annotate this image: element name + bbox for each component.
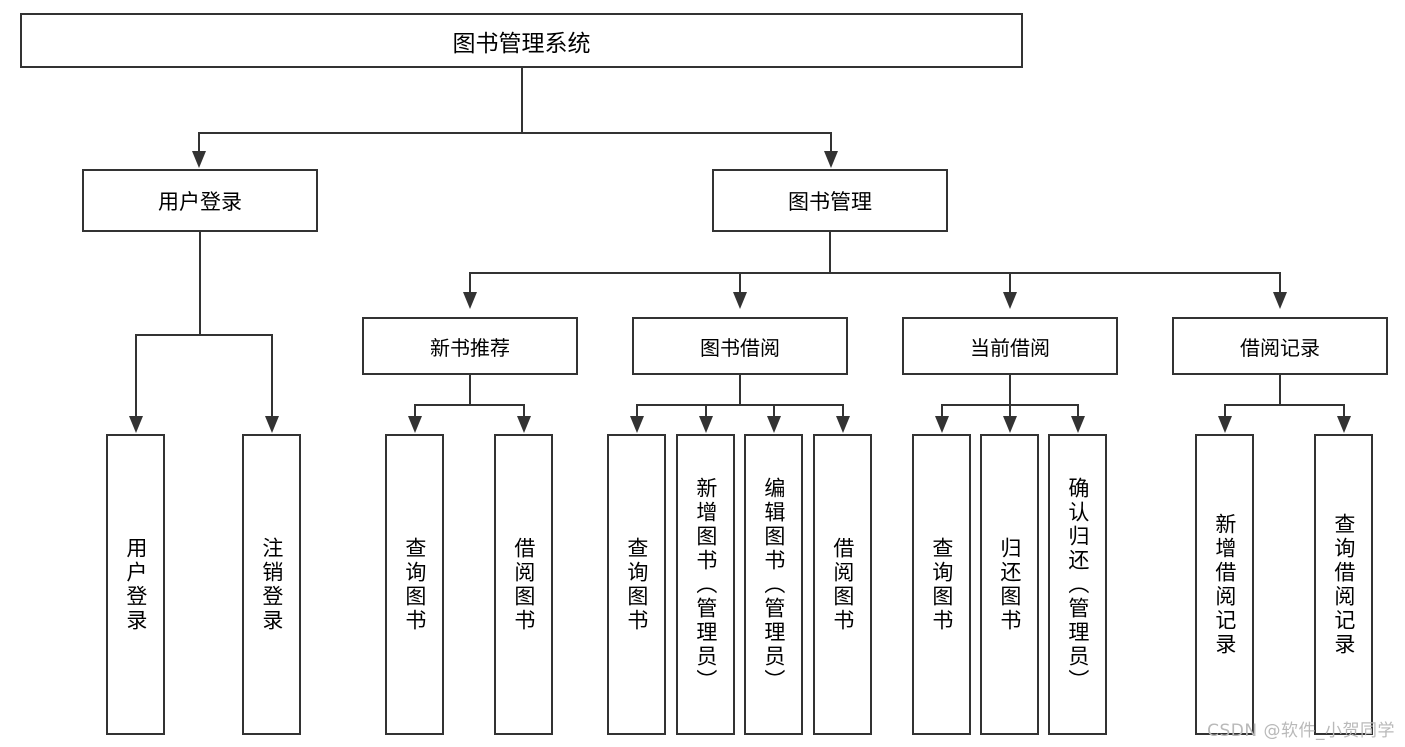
node-label: 图书管理系统 xyxy=(452,30,591,57)
leaf-label: 确认归还（管理员） xyxy=(1065,476,1090,693)
leaf-label: 查询借阅记录 xyxy=(1331,512,1356,657)
arrow-borrow-record-leaf-0 xyxy=(1218,416,1232,433)
edge-level2-drop-3 xyxy=(1279,272,1281,294)
edge-current-borrow-stem xyxy=(1009,375,1011,406)
leaf-book-borrow-1[interactable]: 新增图书（管理员） xyxy=(676,434,735,735)
edge-new-book-to-leaf-0 xyxy=(414,404,416,418)
arrow-current-borrow-leaf-1 xyxy=(1003,416,1017,433)
arrow-borrow-record-leaf-1 xyxy=(1337,416,1351,433)
leaf-label: 编辑图书（管理员） xyxy=(761,476,786,693)
node-label: 图书借阅 xyxy=(700,335,780,360)
leaf-current-borrow-1[interactable]: 归还图书 xyxy=(980,434,1039,735)
node-user-login[interactable]: 用户登录 xyxy=(82,169,318,232)
edge-root-bus xyxy=(198,132,832,134)
leaf-new-book-0[interactable]: 查询图书 xyxy=(385,434,444,735)
arrow-book-borrow-leaf-2 xyxy=(767,416,781,433)
node-label: 借阅记录 xyxy=(1240,335,1320,360)
node-label: 图书管理 xyxy=(788,189,872,214)
leaf-book-borrow-0[interactable]: 查询图书 xyxy=(607,434,666,735)
arrow-root-to-book-mgmt xyxy=(824,151,838,168)
arrow-root-to-user-login xyxy=(192,151,206,168)
edge-user-login-stem xyxy=(199,232,201,336)
leaf-label: 查询图书 xyxy=(929,536,954,633)
edge-borrow-record-to-leaf-1 xyxy=(1343,404,1345,418)
edge-book-mgmt-stem xyxy=(829,232,831,274)
arrow-new-book-leaf-0 xyxy=(408,416,422,433)
edge-level2-bus xyxy=(469,272,1281,274)
node-label: 用户登录 xyxy=(158,189,242,214)
edge-book-borrow-to-leaf-0 xyxy=(636,404,638,418)
edge-user-login-bus xyxy=(135,334,272,336)
arrow-current-borrow-leaf-0 xyxy=(935,416,949,433)
edge-root-stem xyxy=(521,68,523,134)
edge-new-book-to-leaf-1 xyxy=(523,404,525,418)
leaf-current-borrow-2[interactable]: 确认归还（管理员） xyxy=(1048,434,1107,735)
leaf-label: 借阅图书 xyxy=(511,536,536,633)
node-current-borrow[interactable]: 当前借阅 xyxy=(902,317,1118,375)
edge-user-login-to-leaf-0 xyxy=(135,334,137,418)
leaf-new-book-1[interactable]: 借阅图书 xyxy=(494,434,553,735)
edge-borrow-record-stem xyxy=(1279,375,1281,406)
edge-book-borrow-stem xyxy=(739,375,741,406)
arrow-book-borrow-leaf-3 xyxy=(836,416,850,433)
arrow-book-borrow-leaf-1 xyxy=(699,416,713,433)
node-label: 当前借阅 xyxy=(970,335,1050,360)
edge-level2-drop-1 xyxy=(739,272,741,294)
node-book-borrow[interactable]: 图书借阅 xyxy=(632,317,848,375)
edge-current-borrow-to-leaf-0 xyxy=(941,404,943,418)
edge-book-borrow-to-leaf-3 xyxy=(842,404,844,418)
edge-borrow-record-bus xyxy=(1224,404,1345,406)
leaf-label: 新增借阅记录 xyxy=(1212,512,1237,657)
arrow-level2-0 xyxy=(463,292,477,309)
edge-level2-drop-0 xyxy=(469,272,471,294)
edge-book-borrow-to-leaf-1 xyxy=(705,404,707,418)
edge-root-to-book-mgmt xyxy=(830,132,832,153)
edge-borrow-record-to-leaf-0 xyxy=(1224,404,1226,418)
arrow-level2-1 xyxy=(733,292,747,309)
edge-book-borrow-to-leaf-2 xyxy=(773,404,775,418)
arrow-level2-2 xyxy=(1003,292,1017,309)
arrow-user-login-to-leaf-1 xyxy=(265,416,279,433)
leaf-user-login-0[interactable]: 用户登录 xyxy=(106,434,165,735)
edge-new-book-stem xyxy=(469,375,471,406)
edge-new-book-bus xyxy=(414,404,525,406)
edge-book-borrow-bus xyxy=(636,404,844,406)
arrow-level2-3 xyxy=(1273,292,1287,309)
node-label: 新书推荐 xyxy=(430,335,510,360)
arrow-current-borrow-leaf-2 xyxy=(1071,416,1085,433)
arrow-user-login-to-leaf-0 xyxy=(129,416,143,433)
leaf-borrow-record-0[interactable]: 新增借阅记录 xyxy=(1195,434,1254,735)
leaf-label: 查询图书 xyxy=(624,536,649,633)
arrow-new-book-leaf-1 xyxy=(517,416,531,433)
leaf-label: 注销登录 xyxy=(259,536,284,633)
edge-current-borrow-to-leaf-2 xyxy=(1077,404,1079,418)
node-new-book-recommend[interactable]: 新书推荐 xyxy=(362,317,578,375)
leaf-user-login-1[interactable]: 注销登录 xyxy=(242,434,301,735)
leaf-label: 用户登录 xyxy=(123,536,148,633)
leaf-label: 归还图书 xyxy=(997,536,1022,633)
edge-level2-drop-2 xyxy=(1009,272,1011,294)
node-root-system[interactable]: 图书管理系统 xyxy=(20,13,1023,68)
leaf-label: 新增图书（管理员） xyxy=(693,476,718,693)
leaf-label: 借阅图书 xyxy=(830,536,855,633)
leaf-label: 查询图书 xyxy=(402,536,427,633)
leaf-book-borrow-2[interactable]: 编辑图书（管理员） xyxy=(744,434,803,735)
edge-user-login-to-leaf-1 xyxy=(271,334,273,418)
edge-current-borrow-to-leaf-1 xyxy=(1009,404,1011,418)
leaf-borrow-record-1[interactable]: 查询借阅记录 xyxy=(1314,434,1373,735)
arrow-book-borrow-leaf-0 xyxy=(630,416,644,433)
leaf-book-borrow-3[interactable]: 借阅图书 xyxy=(813,434,872,735)
leaf-current-borrow-0[interactable]: 查询图书 xyxy=(912,434,971,735)
node-borrow-record[interactable]: 借阅记录 xyxy=(1172,317,1388,375)
edge-root-to-user-login xyxy=(198,132,200,153)
node-book-management[interactable]: 图书管理 xyxy=(712,169,948,232)
